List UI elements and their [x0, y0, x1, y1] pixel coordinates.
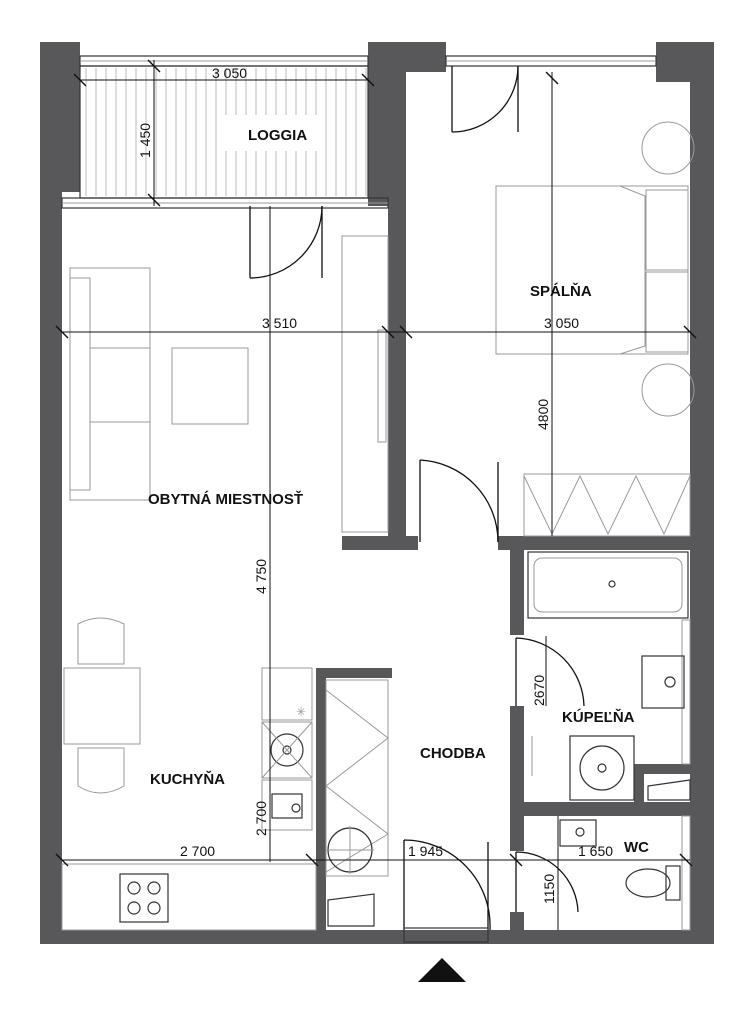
- entrance-threshold: [403, 927, 489, 943]
- shaft-hall: [327, 893, 375, 927]
- coffee-table: [171, 347, 249, 425]
- dim-loggia-width: 3 050: [212, 65, 247, 81]
- room-label-loggia: LOGGIA: [248, 127, 307, 144]
- door-bathroom: [515, 637, 585, 707]
- washer: [261, 721, 313, 779]
- dim-kitchen-length: 2 700: [253, 801, 269, 836]
- dim-loggia-depth: 1 450: [137, 123, 153, 158]
- dim-bathroom-length: 2670: [531, 675, 547, 706]
- dim-wc-width: 1 650: [578, 843, 613, 859]
- room-label-kuchyna: KUCHYŇA: [150, 770, 225, 788]
- doors: [249, 65, 585, 931]
- room-label-chodba: CHODBA: [420, 745, 486, 762]
- room-label-spalna: SPÁLŇA: [530, 282, 592, 300]
- dim-bedroom-length: 4800: [535, 399, 551, 430]
- dimension-lines: [55, 59, 697, 930]
- loggia: LOGGIA: [79, 65, 369, 199]
- counter: [61, 863, 317, 931]
- living-furniture: [69, 235, 389, 533]
- chair-top: [77, 617, 125, 665]
- hall-furniture: [325, 679, 389, 927]
- bathroom-fixtures: [527, 551, 691, 801]
- dim-wc-length: 1150: [541, 874, 557, 904]
- room-label-kupelna: KÚPEĽŇA: [562, 708, 635, 726]
- walls: [40, 42, 714, 944]
- toilet-tank: [665, 865, 681, 901]
- nightstand-lamp-bottom: [641, 363, 695, 417]
- wc-sink: [559, 819, 597, 847]
- washing-machine: [569, 735, 635, 801]
- wc-fixtures: [559, 815, 691, 931]
- toilet-bowl: [625, 868, 671, 898]
- door-entrance: [403, 839, 491, 931]
- wardrobe-living: [341, 235, 389, 533]
- washbasin: [641, 655, 685, 709]
- dim-living-length: 4 750: [253, 559, 269, 594]
- dim-living-width: 3 510: [262, 315, 297, 331]
- room-label-obytna: OBYTNÁ MIESTNOSŤ: [148, 490, 303, 508]
- door-loggia: [249, 205, 323, 279]
- chair-bottom: [77, 747, 125, 794]
- bedroom-furniture: [495, 121, 695, 537]
- fridge: [261, 667, 313, 721]
- room-labels: SPÁLŇA OBYTNÁ MIESTNOSŤ KUCHYŇA CHODBA K…: [148, 282, 649, 856]
- entrance-arrow: [418, 958, 466, 982]
- hall-wardrobe: [325, 679, 389, 877]
- kitchen-furniture: ✳: [61, 617, 317, 931]
- cooktop: [119, 873, 169, 923]
- door-wc: [515, 851, 579, 913]
- svg-text:✳: ✳: [296, 705, 306, 719]
- dining-table: [63, 667, 141, 745]
- kitchen-sink: [261, 779, 313, 831]
- dimension-labels: 3 050 1 450 3 510 3 050 4800 4 750 2 700…: [137, 65, 613, 904]
- nightstand-lamp-top: [641, 121, 695, 175]
- dim-hall-width: 1 945: [408, 843, 443, 859]
- sofa: [69, 267, 151, 501]
- door-bedroom-window: [451, 65, 519, 133]
- door-bedroom: [419, 459, 499, 543]
- room-label-wc: WC: [624, 839, 649, 856]
- bathtub: [527, 551, 689, 619]
- shaft-bath: [647, 779, 691, 801]
- bedroom-wardrobe: [523, 473, 691, 537]
- dim-bedroom-width: 3 050: [544, 315, 579, 331]
- dim-kitchen-width: 2 700: [180, 843, 215, 859]
